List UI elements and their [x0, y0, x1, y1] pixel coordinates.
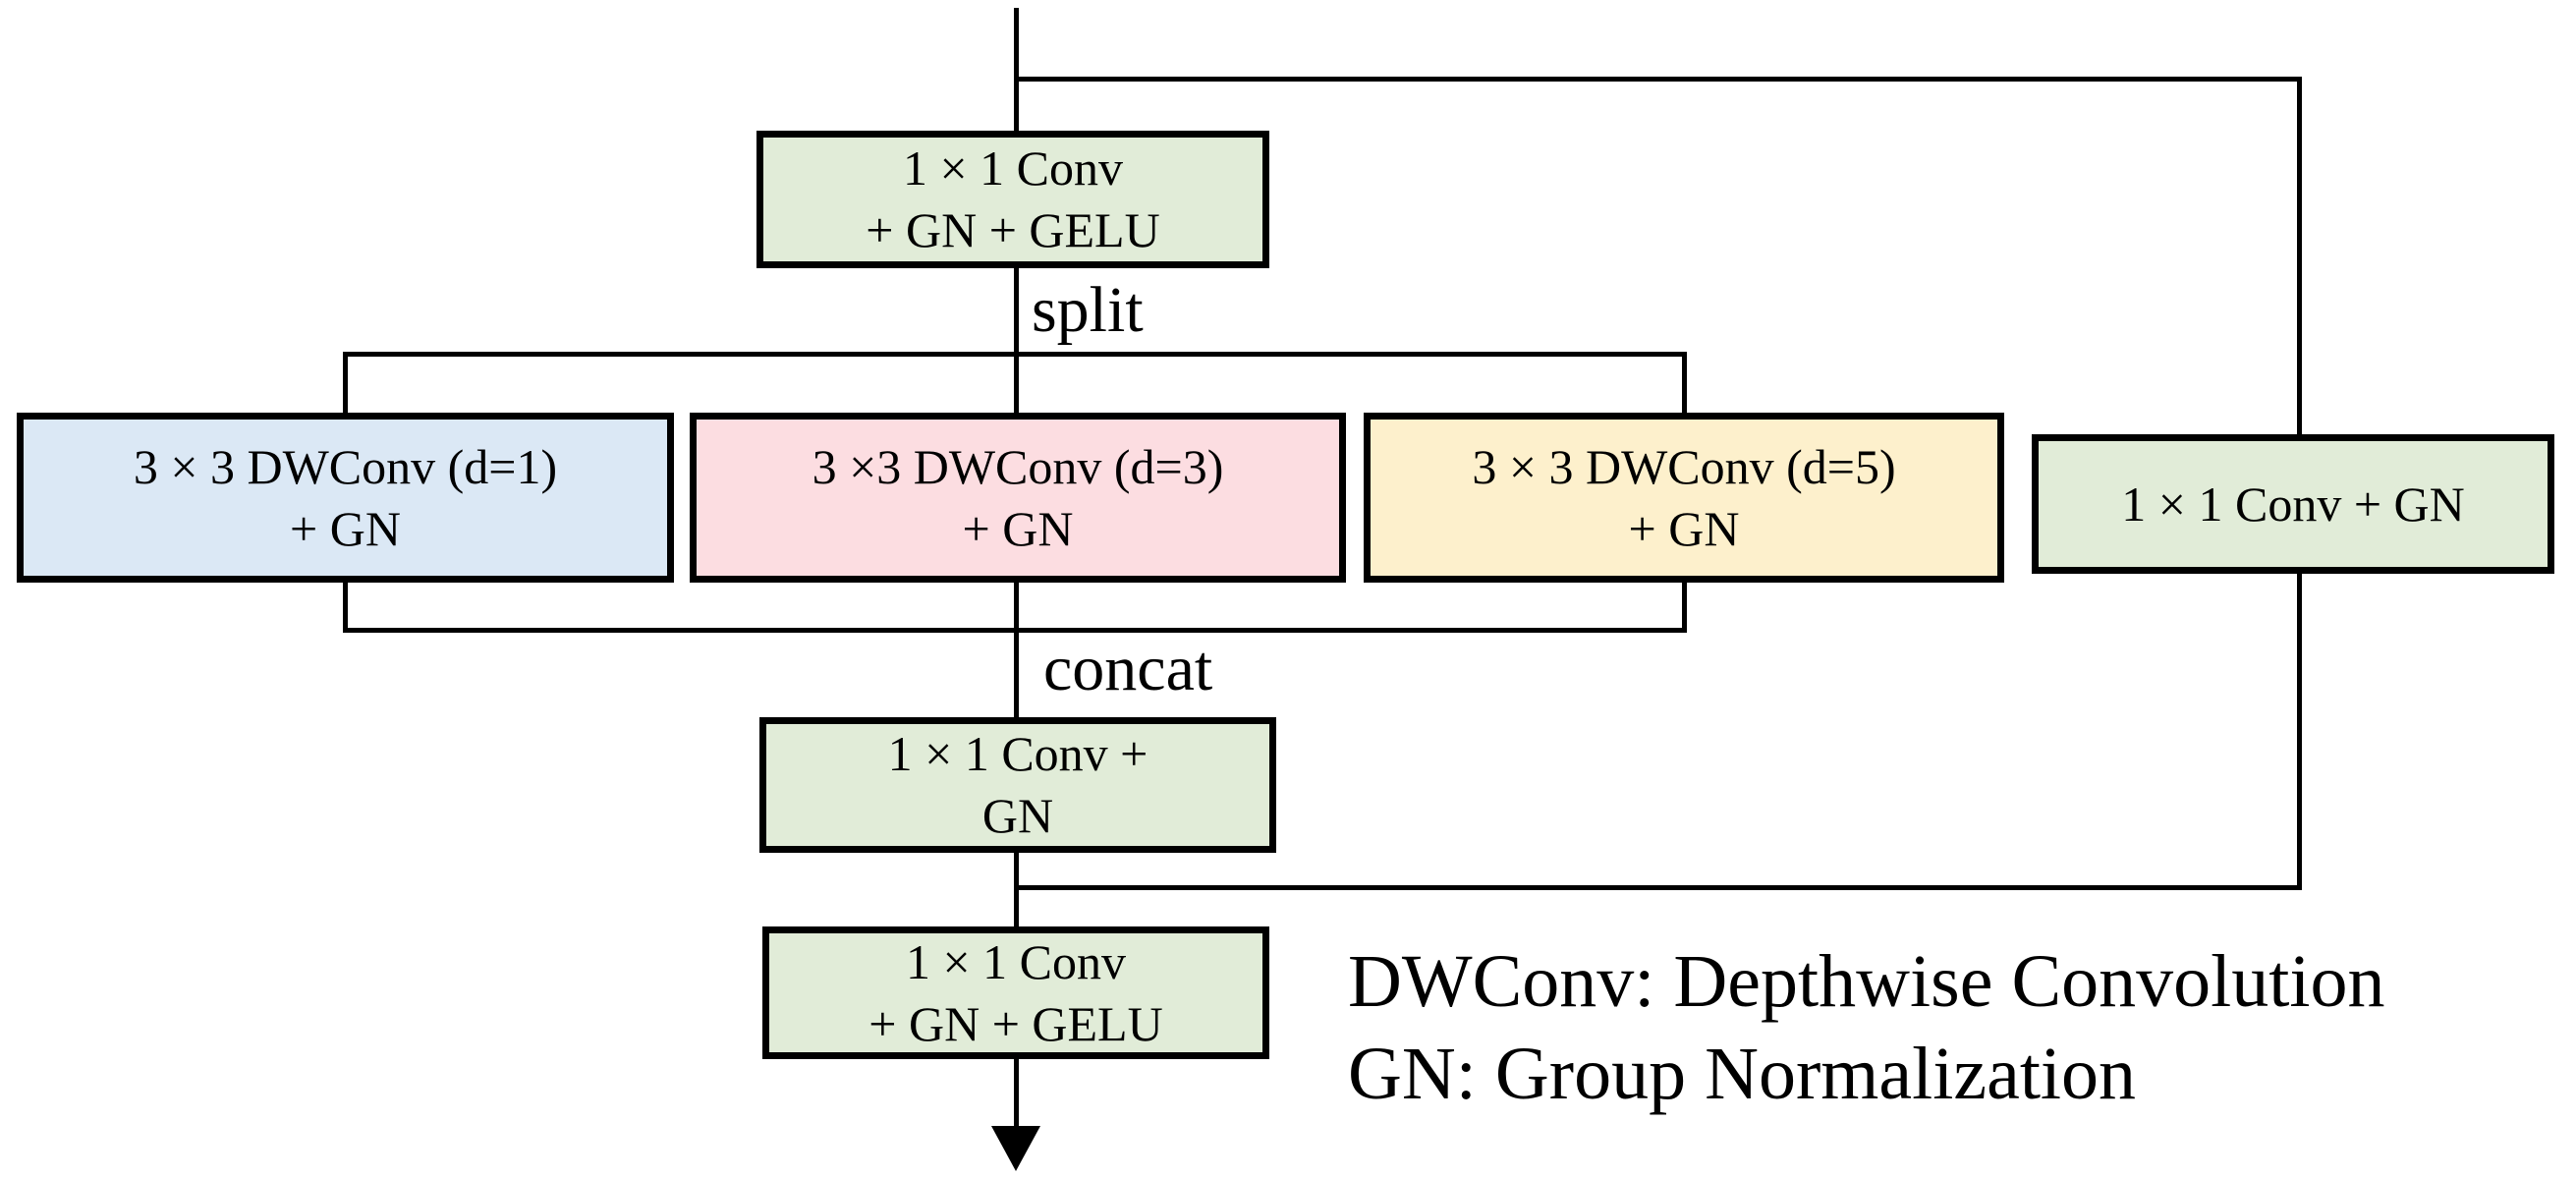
- block-dwconv-d3: 3 ×3 DWConv (d=3) + GN: [690, 413, 1346, 583]
- block-text-line1: 1 × 1 Conv: [905, 933, 1127, 989]
- block-text-line1: 1 × 1 Conv + GN: [2121, 476, 2465, 532]
- block-text-line1: 3 × 3 DWConv (d=1): [133, 438, 558, 494]
- legend-gn-line: GN: Group Normalization: [1348, 1033, 2137, 1115]
- block-fuse-1x1-conv-gn: 1 × 1 Conv + GN: [759, 717, 1276, 853]
- shortcut-branch-lower-line: [2297, 574, 2302, 890]
- block-text-line2: + GN + GELU: [866, 202, 1160, 257]
- block-text-line1: 1 × 1 Conv +: [887, 726, 1148, 781]
- shortcut-branch-upper-line: [2297, 77, 2302, 434]
- fuse-out-line: [1014, 853, 1019, 890]
- input-line: [1014, 8, 1019, 131]
- split-left-drop-line: [343, 352, 348, 413]
- concat-stem-line: [1014, 630, 1019, 719]
- split-mid-drop-line: [1014, 352, 1019, 413]
- split-stem-line: [1014, 268, 1019, 357]
- block-text-line1: 1 × 1 Conv: [902, 140, 1124, 196]
- output-line: [1014, 1059, 1019, 1132]
- split-label: split: [1032, 274, 1144, 346]
- merge-line: [1014, 885, 2301, 890]
- block-text-line1: 3 ×3 DWConv (d=3): [812, 438, 1224, 494]
- concat-label: concat: [1043, 633, 1213, 704]
- legend: DWConv: Depthwise Convolution GN: Group …: [1348, 935, 2385, 1120]
- block-dwconv-d1: 3 × 3 DWConv (d=1) + GN: [17, 413, 674, 583]
- block-dwconv-d5: 3 × 3 DWConv (d=5) + GN: [1364, 413, 2004, 583]
- branch-d1-out-line: [343, 583, 348, 630]
- block-text-line2: + GN: [1628, 500, 1740, 556]
- block-text-line2: GN: [981, 788, 1054, 843]
- block-shortcut-1x1-conv-gn: 1 × 1 Conv + GN: [2032, 434, 2554, 574]
- down-arrow-icon: [991, 1126, 1040, 1171]
- shortcut-branch-top-line: [1014, 77, 2301, 82]
- block-text-line2: + GN: [962, 500, 1074, 556]
- legend-dwconv-line: DWConv: Depthwise Convolution: [1348, 940, 2385, 1023]
- block-text-line2: + GN: [290, 500, 401, 556]
- block-text-line2: + GN + GELU: [868, 995, 1163, 1051]
- split-right-drop-line: [1682, 352, 1687, 413]
- block-output-1x1-conv-gn-gelu: 1 × 1 Conv + GN + GELU: [762, 926, 1269, 1059]
- block-text-line1: 3 × 3 DWConv (d=5): [1472, 438, 1896, 494]
- branch-d5-out-line: [1682, 583, 1687, 630]
- block-top-1x1-conv-gn-gelu: 1 × 1 Conv + GN + GELU: [756, 131, 1269, 268]
- merge-stem-line: [1014, 887, 1019, 928]
- branch-d3-out-line: [1014, 583, 1019, 630]
